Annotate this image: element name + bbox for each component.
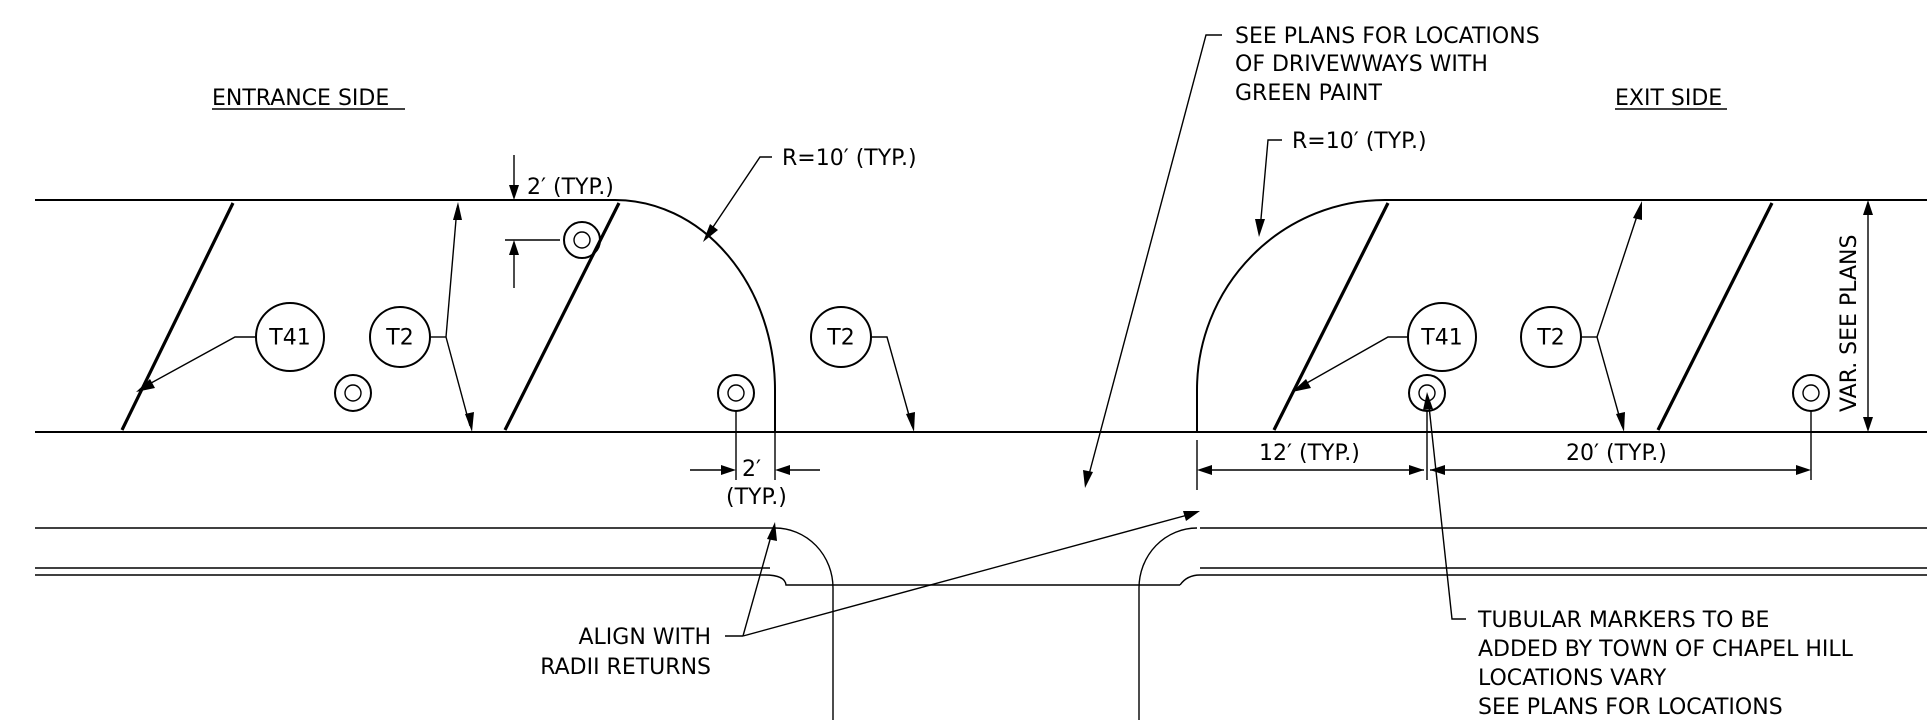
radius-curves [614,199,1386,432]
radius-callout-left: R=10′ (TYP.) [703,146,917,242]
offset-dimension-bottom: 2′ (TYP.) [690,411,820,510]
see-plans-note: SEE PLANS FOR LOCATIONS OF DRIVEWWAYS WI… [1083,24,1540,488]
spacing-20-label: 20′ (TYP.) [1566,441,1667,466]
offset-label: 2′ [742,457,761,482]
tag-t41-right: T41 [1292,302,1477,392]
note-line: RADII RETURNS [540,655,711,680]
lane-edge-lines [35,199,1927,433]
tag-label: T41 [268,326,310,351]
tag-label: T41 [1420,326,1462,351]
tag-label: T2 [1536,326,1564,351]
offset-label: 2′ (TYP.) [527,175,614,200]
spacing-dimensions: 12′ (TYP.) 20′ (TYP.) [1196,411,1812,490]
tag-t41-left: T41 [136,302,325,392]
note-line: GREEN PAINT [1235,81,1382,106]
tubular-note: TUBULAR MARKERS TO BE ADDED BY TOWN OF C… [1423,392,1854,720]
spacing-12-label: 12′ (TYP.) [1259,441,1360,466]
tag-t2-left: T2 [369,202,474,432]
note-line: SEE PLANS FOR LOCATIONS [1478,695,1783,720]
note-line: TUBULAR MARKERS TO BE [1477,608,1769,633]
tubular-markers [334,221,1830,412]
exit-side-heading: EXIT SIDE [1615,86,1722,111]
tag-label: T2 [826,326,854,351]
tag-t2-right: T2 [1520,201,1642,432]
tubular-marker [1792,374,1830,412]
note-line: ADDED BY TOWN OF CHAPEL HILL [1478,637,1854,662]
radius-label: R=10′ (TYP.) [782,146,917,171]
note-line: SEE PLANS FOR LOCATIONS [1235,24,1540,49]
tubular-marker [563,221,601,259]
tubular-marker [334,374,372,412]
offset-label-typ: (TYP.) [726,485,787,510]
radius-callout-right: R=10′ (TYP.) [1255,129,1427,237]
note-line: ALIGN WITH [578,625,711,650]
width-dimension: VAR. SEE PLANS [1837,200,1873,432]
radius-label: R=10′ (TYP.) [1292,129,1427,154]
entrance-side-heading: ENTRANCE SIDE [212,86,389,111]
curb-lines [35,527,1927,720]
tubular-marker [717,374,755,412]
align-note: ALIGN WITH RADII RETURNS [540,511,1200,680]
width-label: VAR. SEE PLANS [1837,235,1862,412]
note-line: OF DRIVEWWAYS WITH [1235,52,1488,77]
tag-label: T2 [385,326,413,351]
hatch-lines [120,202,1774,431]
offset-dimension-top: 2′ (TYP.) [505,155,614,288]
note-line: LOCATIONS VARY [1478,666,1667,691]
tag-t2-center: T2 [810,306,915,432]
